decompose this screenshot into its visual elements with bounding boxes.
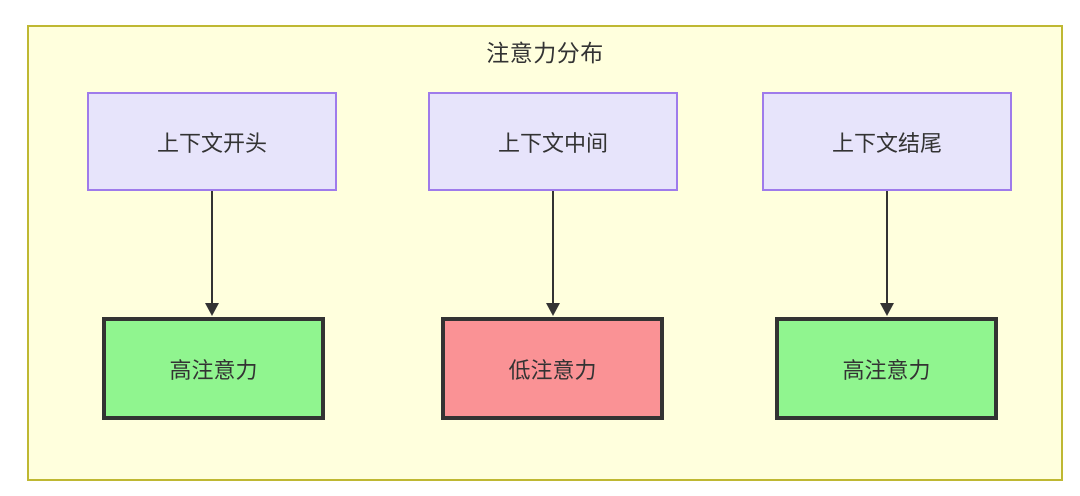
node-high-attention-end[interactable]: 高注意力 — [775, 317, 998, 420]
subgraph-title: 注意力分布 — [486, 40, 604, 66]
node-high-attention-start[interactable]: 高注意力 — [102, 317, 325, 420]
node-label: 上下文开头 — [156, 130, 267, 156]
node-context-middle[interactable]: 上下文中间 — [428, 92, 678, 191]
node-label: 高注意力 — [169, 357, 258, 383]
node-context-end[interactable]: 上下文结尾 — [762, 92, 1012, 191]
node-label: 上下文中间 — [497, 130, 608, 156]
node-low-attention-middle[interactable]: 低注意力 — [441, 317, 664, 420]
node-context-start[interactable]: 上下文开头 — [87, 92, 337, 191]
node-label: 高注意力 — [842, 357, 931, 383]
node-label: 低注意力 — [508, 357, 597, 383]
node-label: 上下文结尾 — [831, 130, 942, 156]
